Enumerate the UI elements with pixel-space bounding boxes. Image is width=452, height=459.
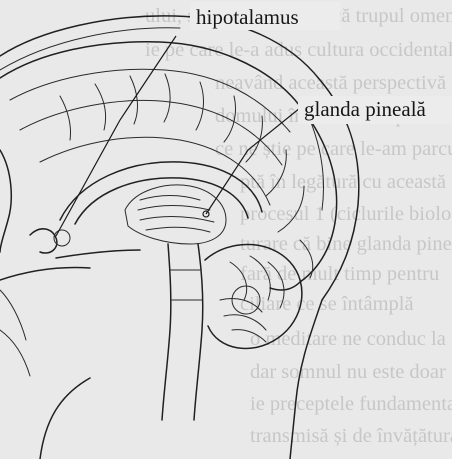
bg-line: transmisă și de învățătura celor care xyxy=(250,425,452,447)
thalamus xyxy=(125,185,226,244)
bg-line: ie preceptele fundamentale ale spiritulu… xyxy=(250,393,452,415)
pituitary-region xyxy=(0,229,140,280)
bg-line: dar somnul nu este doar xyxy=(250,361,446,383)
hypothalamus-label: hipotalamus xyxy=(196,5,299,29)
brainstem xyxy=(162,244,203,420)
bg-line: turare că bine glanda pineală xyxy=(240,233,452,255)
bg-line: ciliare ce se întâmplă xyxy=(240,293,414,315)
face-profile xyxy=(0,150,30,376)
pineal-label: glanda pineală xyxy=(304,97,427,121)
corpus-callosum xyxy=(60,162,262,224)
bg-line: neavând această perspectivă a analizei s… xyxy=(215,72,452,94)
bg-line: o meditare ne conduc la xyxy=(250,328,446,350)
bg-line: procesul 1 (ciclurile biologice) xyxy=(240,203,452,225)
bg-line: ptă în legătură cu această modalitate xyxy=(240,171,452,193)
